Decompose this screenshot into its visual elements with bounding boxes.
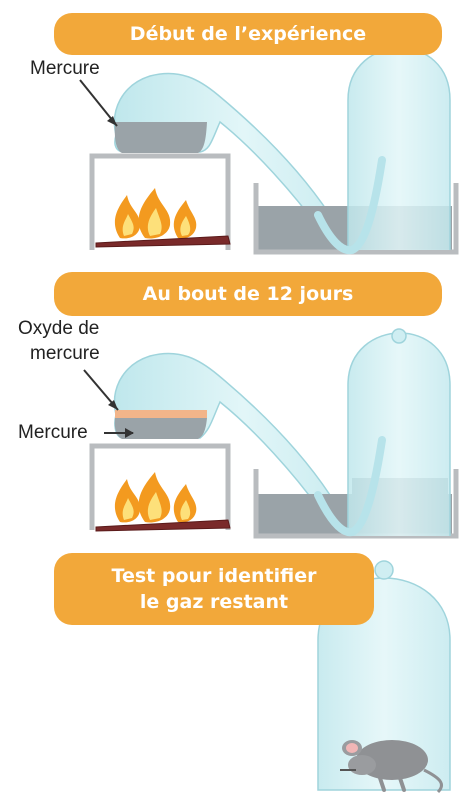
title-12-days: Au bout de 12 jours (54, 272, 442, 316)
title-start-text: Début de l’expérience (129, 23, 367, 45)
label-oxyde-line2: mercure (30, 343, 100, 364)
bell-jar-knob-3 (374, 560, 394, 580)
panel-3-apparatus (317, 560, 451, 794)
wood-log (95, 235, 231, 248)
bell-jar-2 (347, 332, 451, 536)
bell-jar (347, 47, 451, 250)
stand (89, 153, 231, 250)
panel-2-apparatus (83, 328, 459, 539)
title-start: Début de l’expérience (54, 13, 442, 55)
title-test: Test pour identifier le gaz restant (54, 553, 374, 625)
label-oxyde-line1: Oxyde de (18, 318, 100, 339)
label-mercure-1: Mercure (30, 58, 100, 79)
stand-2 (89, 443, 231, 530)
title-test-line2: le gaz restant (139, 591, 289, 613)
mercury-liquid-2 (114, 418, 207, 439)
title-12-days-text: Au bout de 12 jours (142, 283, 354, 305)
bell-jar-knob-2 (391, 328, 407, 344)
label-mercure-2: Mercure (18, 422, 88, 443)
mouse-icon (340, 740, 443, 794)
fire-icon (114, 188, 197, 239)
title-test-line1: Test pour identifier (111, 565, 317, 587)
mercury-liquid (114, 122, 207, 153)
oxide-layer (115, 410, 207, 418)
fire-icon (114, 472, 197, 523)
wood-log-2 (95, 519, 231, 532)
panel-1-apparatus (79, 36, 459, 255)
